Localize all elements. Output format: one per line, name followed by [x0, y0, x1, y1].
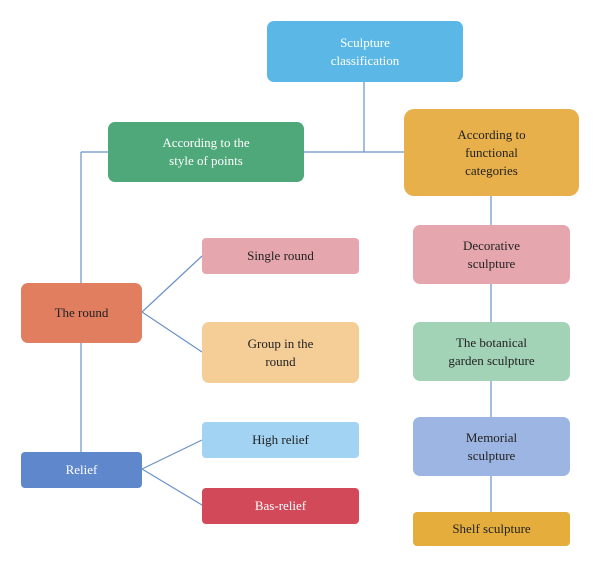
- connector-relief-bas: [141, 468, 203, 506]
- node-style-line2: style of points: [169, 153, 243, 168]
- node-the-round: The round: [21, 283, 142, 343]
- node-bas-relief: Bas-relief: [202, 488, 359, 524]
- node-round-label: The round: [54, 305, 109, 320]
- node-sculpture-classification: Sculpture classification: [267, 21, 463, 82]
- node-bas-relief-label: Bas-relief: [254, 498, 307, 513]
- connector-relief-high: [141, 439, 203, 470]
- node-functional-line3: categories: [465, 162, 518, 178]
- node-shelf-sculpture: Shelf sculpture: [413, 512, 570, 546]
- node-functional-categories: According to functional categories: [404, 109, 579, 196]
- connector-group: [80, 82, 492, 512]
- node-single-round: Single round: [202, 238, 359, 274]
- node-relief: Relief: [21, 452, 142, 488]
- node-decorative-line1: Decorative: [462, 237, 521, 253]
- node-decorative-sculpture: Decorative sculpture: [413, 225, 570, 284]
- node-group-line2: round: [265, 353, 296, 369]
- node-root-line2: classification: [330, 52, 400, 68]
- node-botanical-line2: garden sculpture: [448, 352, 535, 368]
- node-memorial-sculpture: Memorial sculpture: [413, 417, 570, 476]
- node-decorative-line2: sculpture: [467, 255, 516, 271]
- node-group-in-the-round: Group in the round: [202, 322, 359, 383]
- node-memorial-line2: sculpture: [467, 447, 516, 463]
- node-style-line1: According to the: [162, 135, 250, 150]
- node-functional-line2: functional: [465, 144, 518, 160]
- node-memorial-line1: Memorial: [465, 429, 518, 445]
- node-relief-label: Relief: [65, 462, 98, 477]
- node-shelf-label: Shelf sculpture: [452, 521, 531, 536]
- node-group-line1: Group in the: [247, 335, 314, 351]
- node-root-line1: Sculpture: [340, 34, 390, 50]
- node-high-relief: High relief: [202, 422, 359, 458]
- connector-round-group: [141, 311, 203, 353]
- connector-round-single: [141, 255, 203, 313]
- node-botanical-garden-sculpture: The botanical garden sculpture: [413, 322, 570, 381]
- node-functional-line1: According to: [457, 126, 526, 142]
- node-high-relief-label: High relief: [252, 432, 309, 447]
- node-style-of-points: According to the style of points: [108, 122, 304, 182]
- node-single-round-label: Single round: [247, 248, 314, 263]
- node-botanical-line1: The botanical: [455, 334, 528, 350]
